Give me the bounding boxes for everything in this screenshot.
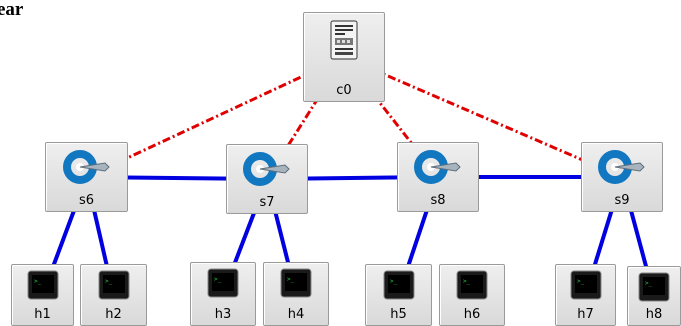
openflow-switch-icon <box>414 150 461 184</box>
host-label: h4 <box>287 307 305 322</box>
switch-node-s7[interactable]: s7 <box>226 144 308 214</box>
corner-title: ear <box>0 0 24 20</box>
server-icon <box>330 20 358 60</box>
control-link-c0-s6 <box>85 55 345 179</box>
switch-label: s9 <box>614 193 630 208</box>
switch-node-s8[interactable]: s8 <box>397 142 479 212</box>
controller-node-c0[interactable]: c0 <box>303 12 385 102</box>
terminal-icon: >_ <box>207 268 239 298</box>
host-node-h4[interactable]: >_ h4 <box>263 262 329 326</box>
host-node-h3[interactable]: >_ h3 <box>190 262 256 326</box>
svg-text:>_: >_ <box>390 278 398 285</box>
switch-label: s6 <box>78 193 95 208</box>
svg-text:>_: >_ <box>105 278 113 285</box>
host-label: h5 <box>390 307 407 322</box>
controller-label: c0 <box>336 83 352 98</box>
host-label: h2 <box>105 307 122 322</box>
switch-node-s6[interactable]: s6 <box>45 142 128 212</box>
terminal-icon: >_ <box>280 268 312 298</box>
host-node-h1[interactable]: >_ h1 <box>11 264 74 326</box>
switch-node-s9[interactable]: s9 <box>581 142 663 212</box>
svg-text:>_: >_ <box>214 276 222 283</box>
host-label: h3 <box>214 307 232 322</box>
host-node-h6[interactable]: >_ h6 <box>439 264 505 326</box>
control-link-c0-s8 <box>342 56 440 178</box>
host-label: h1 <box>34 307 51 322</box>
openflow-switch-icon <box>598 150 645 184</box>
openflow-switch-icon <box>243 152 290 186</box>
svg-text:>_: >_ <box>34 278 42 285</box>
terminal-icon: >_ <box>638 272 670 302</box>
host-node-h2[interactable]: >_ h2 <box>80 264 147 326</box>
host-label: h7 <box>577 307 594 322</box>
terminal-icon: >_ <box>383 270 414 300</box>
host-node-h8[interactable]: >_ h8 <box>627 266 681 326</box>
terminal-icon: >_ <box>570 270 601 300</box>
terminal-icon: >_ <box>27 270 58 300</box>
host-node-h5[interactable]: >_ h5 <box>365 264 432 326</box>
svg-text:>_: >_ <box>577 278 585 285</box>
terminal-icon: >_ <box>98 270 129 300</box>
terminal-icon: >_ <box>456 270 488 300</box>
svg-text:>_: >_ <box>463 278 471 285</box>
control-link-c0-s9 <box>343 55 623 179</box>
switch-label: s8 <box>430 193 446 208</box>
openflow-switch-icon <box>62 150 110 184</box>
svg-text:>_: >_ <box>645 280 653 287</box>
switch-label: s7 <box>259 195 275 210</box>
host-label: h6 <box>463 307 481 322</box>
host-node-h7[interactable]: >_ h7 <box>555 264 616 326</box>
host-label: h8 <box>645 307 663 322</box>
svg-text:>_: >_ <box>287 276 295 283</box>
